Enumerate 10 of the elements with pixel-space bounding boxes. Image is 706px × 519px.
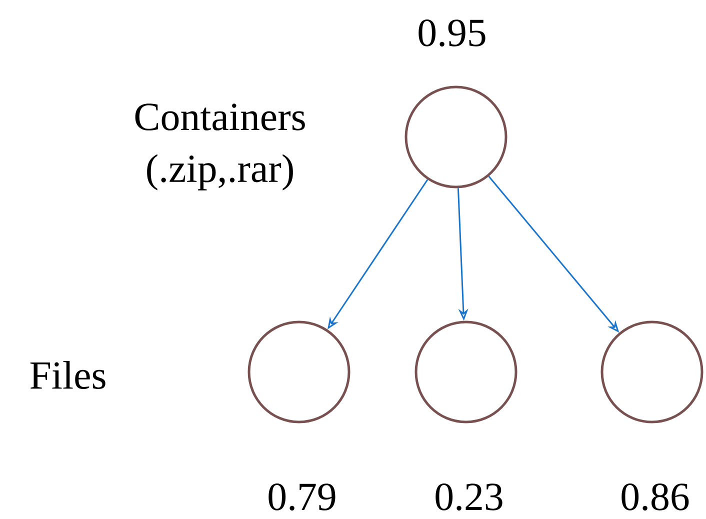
- circle-node: [414, 320, 518, 424]
- value-label: 0.95: [418, 19, 486, 47]
- value-label: 0.86: [622, 483, 689, 511]
- circle-node: [404, 86, 508, 188]
- circle-node: [248, 320, 350, 424]
- text-label: Files: [30, 360, 106, 390]
- text-label: Containers (.zip,.rar): [135, 104, 305, 190]
- circle-node: [600, 320, 704, 424]
- value-label: 0.79: [268, 483, 336, 511]
- value-label: 0.23: [436, 483, 502, 511]
